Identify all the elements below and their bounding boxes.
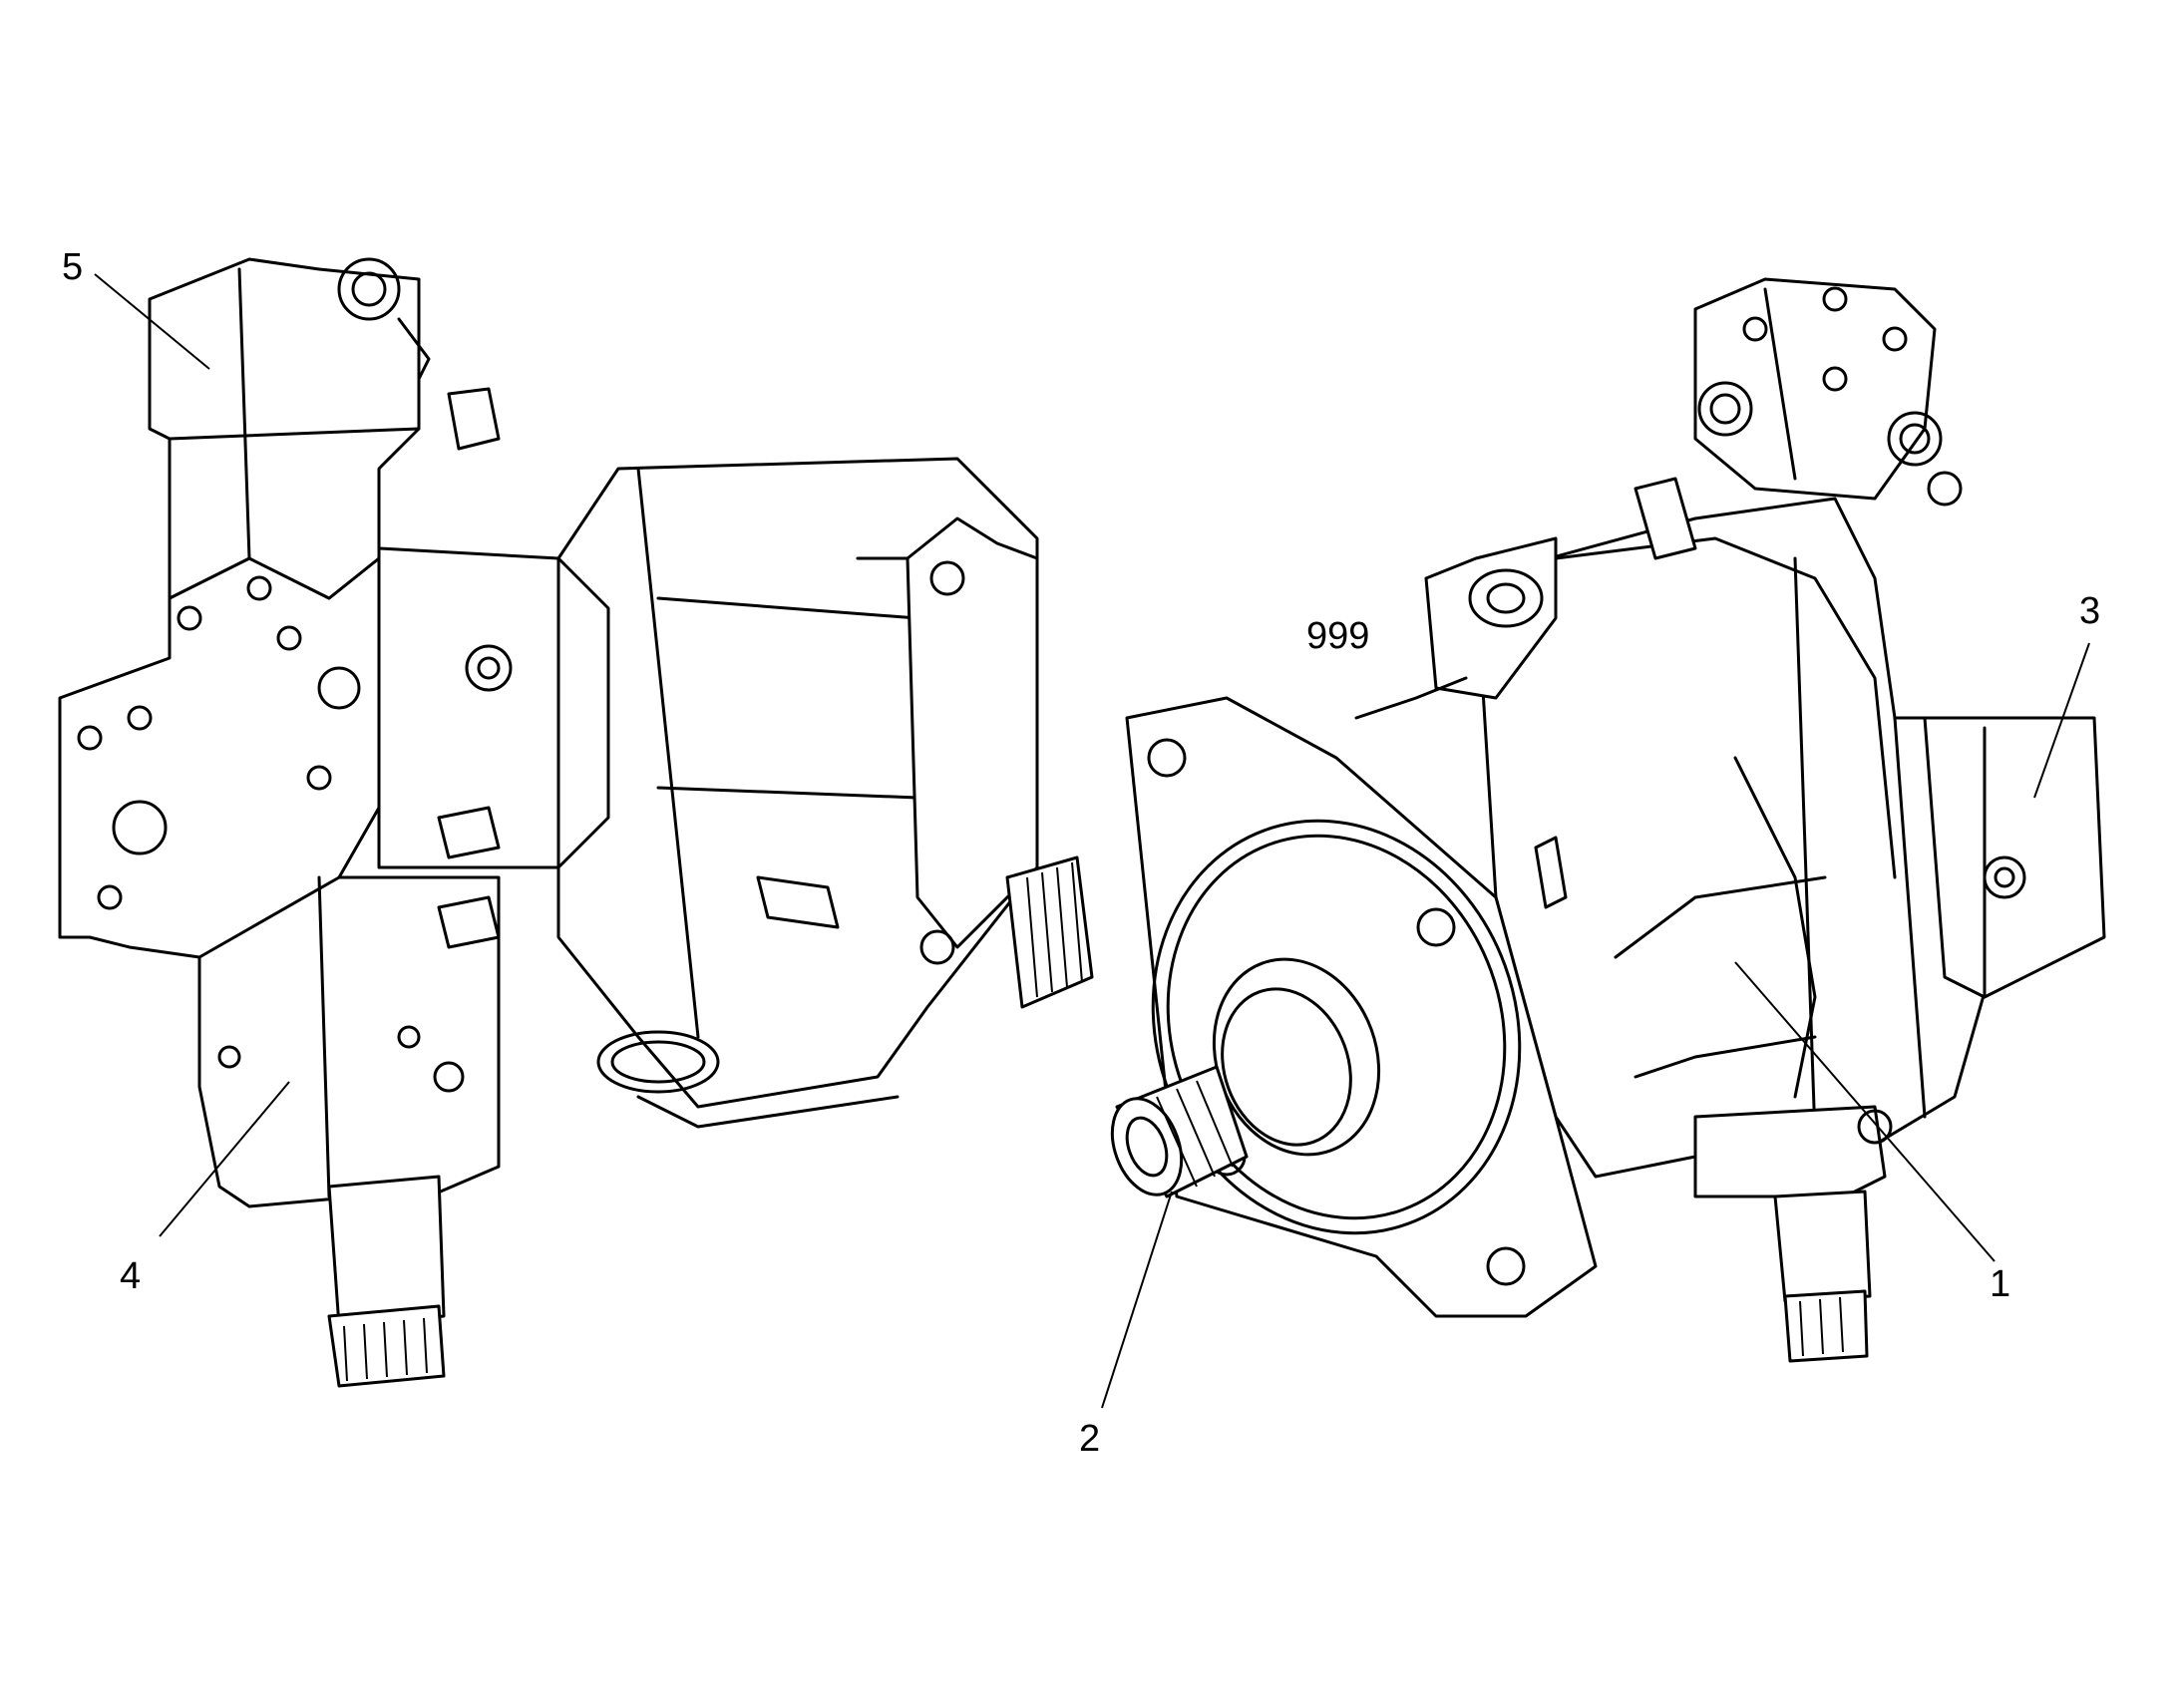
callout-labels: 5 4 999 3 1 2 (62, 246, 2100, 1460)
callout-2: 2 (1079, 1418, 1100, 1460)
leader-1 (1734, 961, 1996, 1262)
left-motor-assembly (58, 257, 1094, 1388)
callout-3: 3 (2079, 590, 2100, 632)
leader-3 (2033, 642, 2090, 799)
right-motor-assembly (1110, 277, 2106, 1363)
leader-5 (94, 273, 210, 370)
callout-5: 5 (62, 246, 83, 288)
leader-2 (1101, 1191, 1173, 1409)
leader-lines (94, 273, 2090, 1409)
leader-4 (159, 1081, 290, 1237)
callout-1: 1 (1990, 1263, 2010, 1305)
callout-999: 999 (1306, 615, 1369, 657)
callout-4: 4 (120, 1255, 141, 1297)
